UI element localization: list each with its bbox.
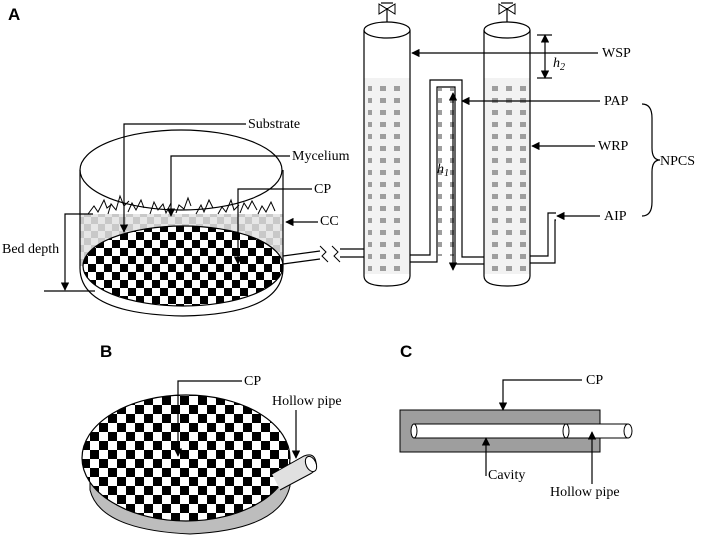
culture-vessel [79,129,284,317]
npcs-brace [641,103,661,217]
mycelium-strands [87,194,276,215]
panel-label-c: C [400,342,412,361]
label-aip: AIP [604,209,627,224]
label-wrp: WRP [598,139,629,154]
label-npcs: NPCS [660,154,695,169]
left-column [363,2,411,287]
label-cp-c: CP [586,373,603,388]
label-cc: CC [320,214,339,229]
label-cavity: Cavity [488,468,525,483]
label-pap: PAP [604,94,629,109]
pointer-cp-c [498,379,582,411]
pointer-mycelium [166,155,290,217]
label-substrate: Substrate [248,117,300,132]
label-bed-depth: Bed depth [2,242,59,257]
label-cp-a: CP [314,182,331,197]
label-h2: h2 [553,56,565,73]
panel-label-a: A [8,5,20,24]
cp-disc-b [81,394,318,535]
bed-depth-top [60,213,93,291]
pointer-cp-b [173,380,242,457]
panel-label-b: B [100,342,112,361]
label-h1: h1 [437,162,449,179]
right-column [483,2,531,287]
pointer-cp-a [233,188,312,265]
pointer-substrate [119,123,246,233]
label-hollow-pipe-c: Hollow pipe [550,485,620,500]
label-hollow-pipe-b: Hollow pipe [272,394,342,409]
aip-pipe [530,212,556,264]
label-wsp: WSP [602,46,631,61]
label-mycelium: Mycelium [292,149,350,164]
cp-cross-section-c [399,409,633,453]
label-cp-b: CP [244,374,261,389]
connecting-pipe [282,245,364,265]
